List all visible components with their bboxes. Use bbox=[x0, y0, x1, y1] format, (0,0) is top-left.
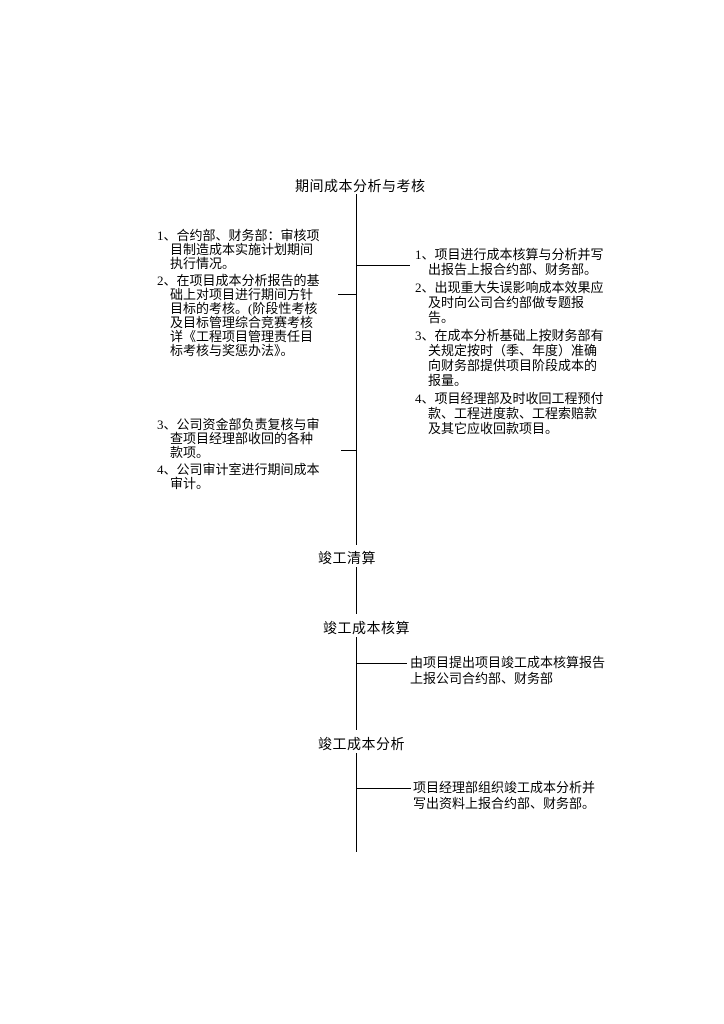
note-item: 3、在成本分析基础上按财务部有 关规定按时（季、年度）准确 向财务部提供项目阶段… bbox=[415, 328, 604, 388]
right-notes-block-1: 1、项目进行成本核算与分析并写 出报告上报合约部、财务部。 2、出现重大失误影响… bbox=[415, 247, 630, 436]
right-note-accounting: 由项目提出项目竣工成本核算报告 上报公司合约部、财务部 bbox=[410, 655, 606, 686]
connector-right-1 bbox=[357, 265, 410, 266]
note-item: 4、项目经理部及时收回工程预付 款、工程进度款、工程索赔款 及其它应收回款项目。 bbox=[415, 391, 604, 436]
note-item: 2、出现重大失误影响成本效果应 及时向公司合约部做专题报 告。 bbox=[415, 280, 604, 325]
note-item: 3、公司资金部负责复核与审 查项目经理部收回的各种 款项。 bbox=[157, 417, 320, 460]
note-item: 1、合约部、财务部：审核项 目制造成本实施计划期间 执行情况。 bbox=[157, 228, 320, 271]
node-completion-cost-analysis: 竣工成本分析 bbox=[318, 738, 405, 753]
diagram-title: 期间成本分析与考核 bbox=[295, 180, 426, 195]
left-notes-block-2: 3、公司资金部负责复核与审 查项目经理部收回的各种 款项。 4、公司审计室进行期… bbox=[157, 418, 352, 491]
right-note-analysis: 项目经理部组织竣工成本分析并 写出资料上报合约部、财务部。 bbox=[413, 780, 596, 811]
connector-right-accounting bbox=[357, 663, 407, 664]
node-completion-cost-accounting: 竣工成本核算 bbox=[323, 622, 410, 637]
flow-line-segment-3 bbox=[356, 637, 357, 730]
connector-right-analysis bbox=[357, 788, 411, 789]
connector-left-1 bbox=[338, 294, 356, 295]
note-item: 1、项目进行成本核算与分析并写 出报告上报合约部、财务部。 bbox=[415, 247, 604, 277]
connector-left-2 bbox=[341, 450, 356, 451]
note-item: 2、在项目成本分析报告的基 础上对项目进行期间方针 目标的考核。(阶段性考核 及… bbox=[157, 273, 320, 358]
flow-line-segment-2 bbox=[356, 567, 357, 614]
flow-line-segment-4 bbox=[356, 753, 357, 852]
note-item: 4、公司审计室进行期间成本 审计。 bbox=[157, 462, 320, 491]
node-completion-settlement: 竣工清算 bbox=[318, 552, 376, 567]
flow-line-segment-1 bbox=[356, 194, 357, 545]
left-notes-block-1: 1、合约部、财务部：审核项 目制造成本实施计划期间 执行情况。 2、在项目成本分… bbox=[157, 229, 352, 358]
